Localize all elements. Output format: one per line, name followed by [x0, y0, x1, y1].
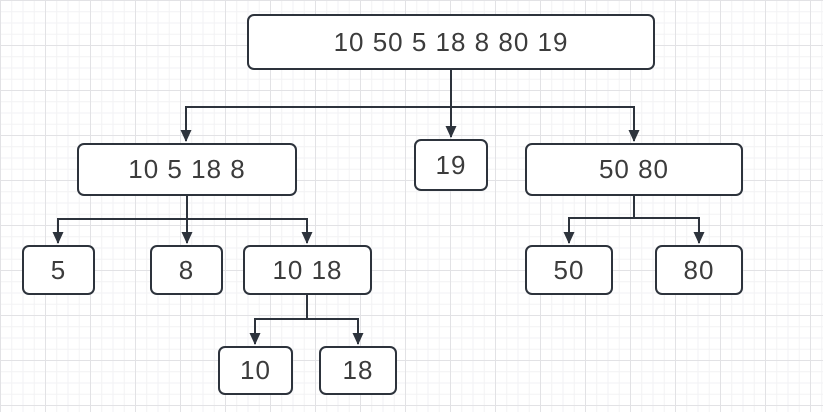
edge-right-part-to-leaf-50[interactable] [563, 196, 635, 244]
node-right-part[interactable]: 50 80 [525, 143, 743, 196]
node-leaf-18[interactable]: 18 [319, 346, 397, 395]
edge-part-1018-to-leaf-18[interactable] [306, 295, 364, 345]
edge-left-part-to-leaf-5[interactable] [52, 196, 188, 244]
node-root[interactable]: 10 50 5 18 8 80 19 [247, 14, 655, 70]
node-leaf-80[interactable]: 80 [655, 245, 743, 295]
edge-root-to-right-part[interactable] [450, 70, 640, 142]
edge-part-1018-to-leaf-10[interactable] [249, 295, 308, 345]
edge-root-to-left-part[interactable] [180, 70, 452, 142]
node-left-part[interactable]: 10 5 18 8 [77, 143, 297, 196]
node-pivot-19[interactable]: 19 [414, 139, 488, 191]
node-leaf-10[interactable]: 10 [218, 346, 293, 395]
edge-right-part-to-leaf-80[interactable] [633, 196, 705, 244]
node-leaf-50[interactable]: 50 [525, 245, 613, 295]
edge-left-part-to-part-1018[interactable] [186, 196, 313, 244]
node-leaf-5[interactable]: 5 [22, 245, 95, 295]
node-leaf-8[interactable]: 8 [150, 245, 223, 295]
node-part-1018[interactable]: 10 18 [243, 245, 372, 295]
